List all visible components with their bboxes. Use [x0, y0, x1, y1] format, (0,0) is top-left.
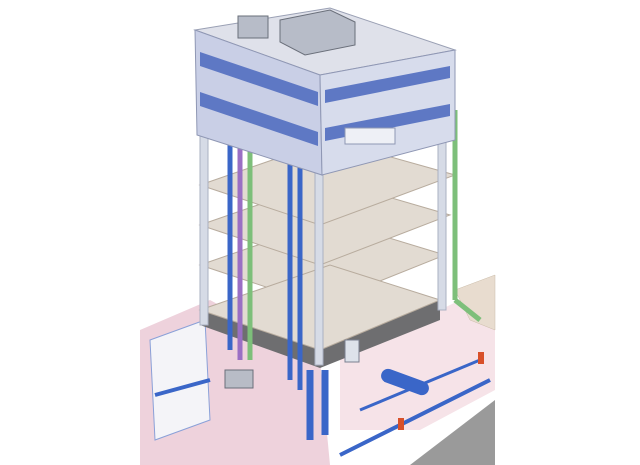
vertical-pipes — [227, 110, 482, 440]
equipment-tank — [381, 368, 429, 396]
ground-pipe — [154, 378, 211, 397]
basement-pit — [149, 319, 211, 441]
fire-hydrants — [398, 352, 484, 430]
electrical-panel — [344, 339, 360, 363]
pump-unit — [224, 369, 254, 389]
rooftop-units — [237, 9, 356, 56]
floor-slabs — [198, 139, 457, 351]
ceiling-unit — [344, 127, 396, 145]
ground-pipe-2 — [339, 378, 491, 457]
road — [410, 400, 495, 465]
